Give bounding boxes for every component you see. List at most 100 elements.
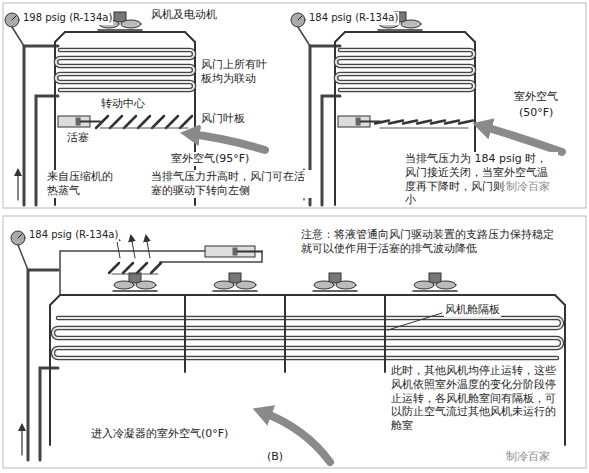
linkage-bar xyxy=(380,128,468,129)
pressure-gauge xyxy=(5,13,19,27)
pivot xyxy=(423,121,426,124)
panel-frame xyxy=(3,3,586,208)
damper-blade xyxy=(124,116,136,128)
damper-blade xyxy=(166,116,178,128)
pivot xyxy=(171,121,174,124)
condenser-coil xyxy=(336,50,474,90)
flow-arrow xyxy=(21,425,22,455)
pivot xyxy=(185,121,188,124)
compartment-partition xyxy=(184,296,186,372)
hot-gas-pipe xyxy=(28,270,58,460)
compartment-partition xyxy=(284,296,286,372)
pivot xyxy=(409,121,412,124)
fan-blade xyxy=(114,281,134,289)
linkage-bar xyxy=(100,128,188,129)
fan-blade xyxy=(121,20,141,28)
annotation-text: 活塞 xyxy=(66,131,90,145)
watermark: 制冷百家 xyxy=(505,450,551,464)
condenser-coil xyxy=(56,50,194,90)
pivot xyxy=(381,121,384,124)
damper-blade xyxy=(137,263,147,273)
gauge-needle xyxy=(18,234,22,238)
annotation-text: 184 psig (R-134a) xyxy=(308,12,399,25)
pressure-gauge xyxy=(291,13,305,27)
condenser-coil xyxy=(53,318,562,358)
gauge-line xyxy=(12,27,24,46)
fan-blade xyxy=(136,281,156,289)
damper-blade xyxy=(459,121,473,124)
damper-blade xyxy=(138,116,150,128)
liquid-pipe xyxy=(322,96,340,205)
damper-blade xyxy=(403,121,417,124)
compartment-partition xyxy=(384,296,386,372)
pivot xyxy=(157,121,160,124)
fan-blade xyxy=(236,281,256,289)
condenser-coil xyxy=(53,318,562,358)
annotation-text: 来自压缩机的热蒸气 xyxy=(46,170,120,198)
piston-rod xyxy=(361,121,380,123)
damper-blade xyxy=(445,121,459,124)
annotation-text: (B) xyxy=(266,450,284,464)
damper-linkage xyxy=(160,251,262,264)
pivot xyxy=(437,121,440,124)
pressure-gauge xyxy=(11,231,25,245)
discharge-air-arrow xyxy=(146,236,150,258)
fan-guard xyxy=(313,290,357,292)
fan-guard xyxy=(98,29,142,31)
pivot xyxy=(395,121,398,124)
annotation-text: 风机及电动机 xyxy=(150,8,218,22)
panel-frame xyxy=(3,216,586,468)
pivot xyxy=(143,121,146,124)
leader-line xyxy=(388,313,442,330)
linkage-bar xyxy=(112,274,158,275)
piston-rod xyxy=(238,251,263,253)
annotation-text: 注意：将液管通向风门驱动装置的支路压力保持稳定就可以使作用于活塞的排气波动降低 xyxy=(300,228,564,256)
pivot xyxy=(451,121,454,124)
gauge-line xyxy=(18,245,28,270)
watermark: 制冷百家 xyxy=(505,180,551,194)
liquid-branch-line xyxy=(60,251,205,294)
annotation-text: 室外空气 xyxy=(513,90,559,104)
fan-guard xyxy=(113,290,157,292)
fan-guard xyxy=(213,290,257,292)
damper-blade xyxy=(110,116,122,128)
pivot xyxy=(465,121,468,124)
fan-motor xyxy=(329,273,341,283)
fan-motor xyxy=(114,12,126,22)
fan-blade xyxy=(414,281,434,289)
fan-guard xyxy=(378,29,422,31)
annotation-text: 此时，其他风机均停止运转，这些风机依照室外温度的变化分阶段停止运转，各风机舱室间… xyxy=(390,364,564,433)
pivot xyxy=(129,121,132,124)
condenser-coil xyxy=(336,50,474,90)
annotation-text: 184 psig (R-134a) xyxy=(28,229,119,242)
damper-blade xyxy=(152,116,164,128)
gauge-line xyxy=(298,27,310,46)
fan-blade xyxy=(436,281,456,289)
flow-arrow xyxy=(17,170,18,200)
piston-rod xyxy=(81,121,100,123)
annotation-text: 进入冷凝器的室外空气(0°F) xyxy=(90,427,229,441)
fan-blade xyxy=(214,281,234,289)
annotation-text: (50°F) xyxy=(518,106,554,120)
damper-blade xyxy=(431,121,445,124)
annotation-text: 风机舱隔板 xyxy=(444,303,501,317)
annotation-text: 室外空气(95°F) xyxy=(170,152,250,166)
air-flow-arrow xyxy=(482,126,562,152)
fan-motor xyxy=(429,273,441,283)
condenser-coil xyxy=(56,50,194,90)
condenser-housing xyxy=(50,295,565,445)
gauge-needle xyxy=(12,16,16,20)
fan-guard xyxy=(413,290,457,292)
fan-blade xyxy=(314,281,334,289)
air-flow-arrow xyxy=(190,134,265,150)
annotation-text: 风门叶板 xyxy=(200,112,246,126)
damper-blade xyxy=(180,116,192,128)
annotation-text: 198 psig (R-134a) xyxy=(22,12,113,25)
fan-blade xyxy=(336,281,356,289)
pivot xyxy=(115,121,118,124)
annotation-text: 风门上所有叶板均为联动 xyxy=(200,58,270,86)
gauge-needle xyxy=(298,16,302,20)
annotation-text: 转动中心 xyxy=(100,97,146,111)
damper-blade xyxy=(417,121,431,124)
pivot xyxy=(113,267,116,270)
